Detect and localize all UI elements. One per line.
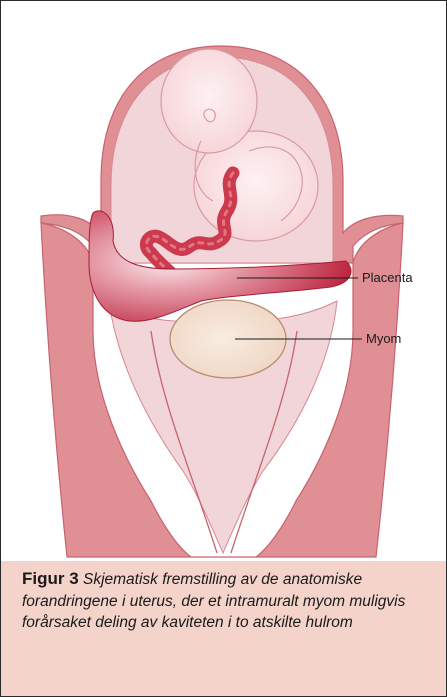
caption-label: Figur 3 (22, 569, 79, 588)
fetus-head (161, 49, 257, 153)
caption-text: Skjematisk fremstilling av de anatomiske… (22, 571, 405, 631)
placenta-label: Placenta (362, 271, 413, 284)
figure-caption: Figur 3 Skjematisk fremstilling av de an… (22, 568, 432, 634)
myom-label: Myom (366, 332, 401, 345)
